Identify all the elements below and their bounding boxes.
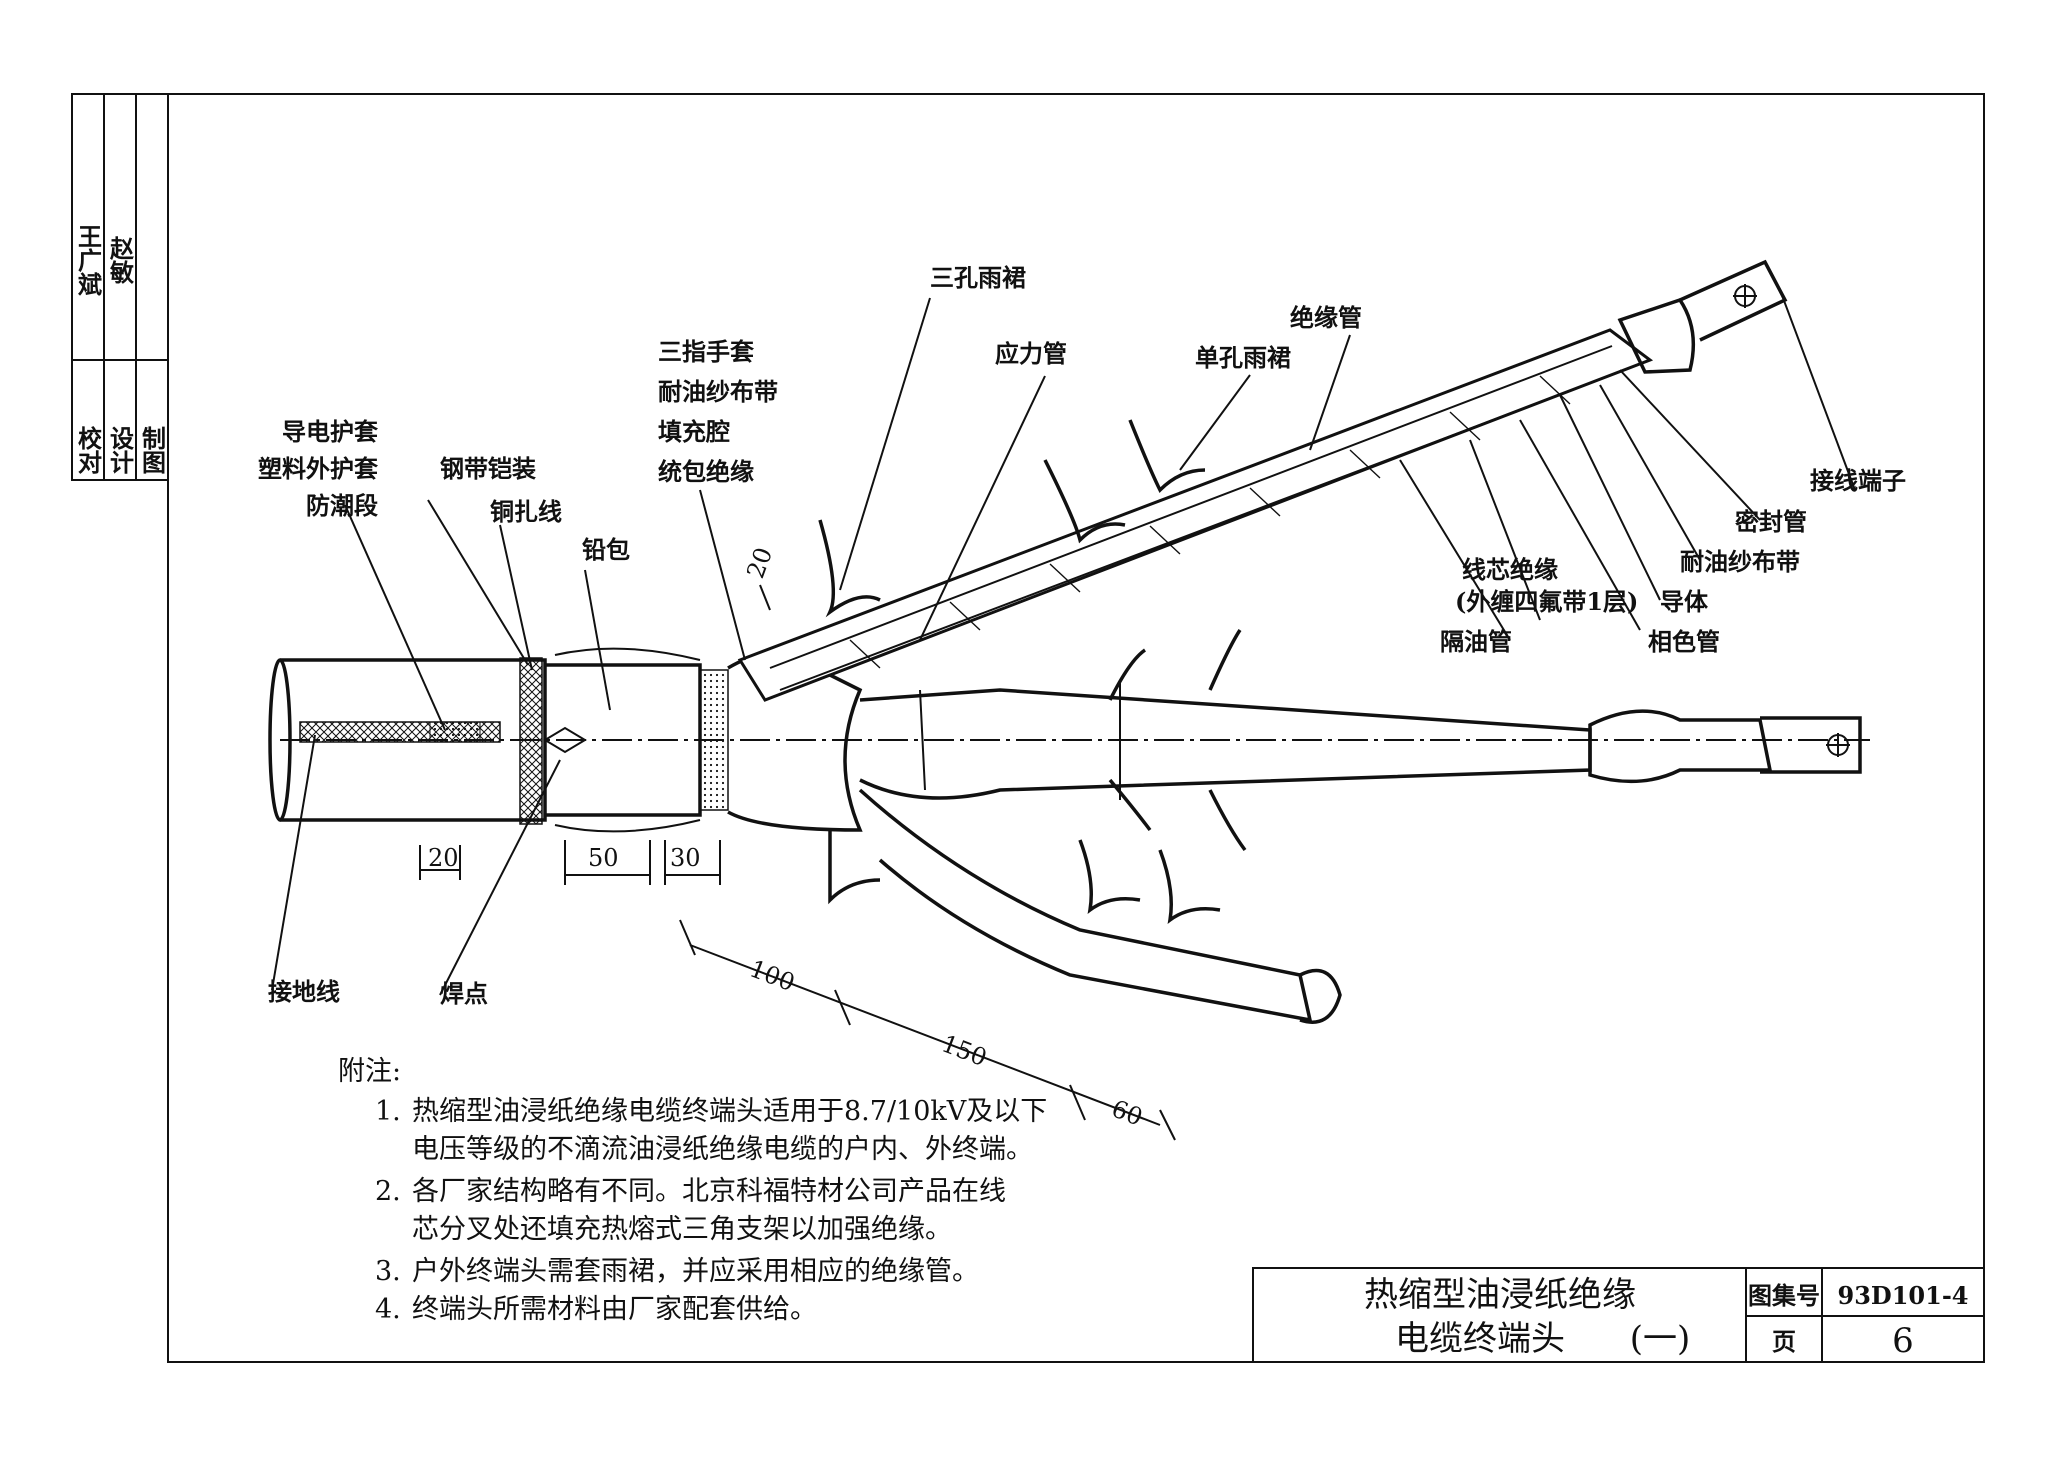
title-line-1: 热缩型油浸纸绝缘 bbox=[1364, 1275, 1636, 1315]
label-gangdai-kaizhuang: 钢带铠装 bbox=[440, 454, 536, 483]
notes: 附注: 1. 热缩型油浸纸绝缘电缆终端头适用于8.7/10kV及以下 电压等级的… bbox=[338, 1056, 1047, 1325]
page-number: 6 bbox=[1892, 1321, 1914, 1361]
label-daoti: 导体 bbox=[1660, 587, 1709, 616]
label-fangchao-duan: 防潮段 bbox=[306, 491, 378, 520]
note-1-line-2: 电压等级的不滴流油浸纸绝缘电缆的户内、外终端。 bbox=[412, 1134, 1033, 1165]
dim-20-top: 20 bbox=[741, 544, 778, 582]
label-xiangse-guan: 相色管 bbox=[1648, 627, 1720, 656]
label-dankong-yuqun: 单孔雨裙 bbox=[1195, 343, 1291, 372]
note-1-num: 1. bbox=[375, 1096, 401, 1127]
note-2-num: 2. bbox=[375, 1176, 401, 1207]
dimension-values: 20 20 50 30 100 150 60 bbox=[428, 544, 1146, 1132]
note-3-line-1: 户外终端头需套雨裙，并应采用相应的绝缘管。 bbox=[412, 1256, 979, 1287]
title-suffix: (一) bbox=[1630, 1319, 1691, 1359]
label-sankong-yuqun: 三孔雨裙 bbox=[930, 263, 1026, 292]
note-4-line-1: 终端头所需材料由厂家配套供给。 bbox=[412, 1294, 817, 1325]
dimension-lines bbox=[419, 584, 1176, 1141]
drawing-frame bbox=[71, 93, 1985, 1363]
dim-20-bottom: 20 bbox=[428, 844, 459, 872]
note-1-line-1: 热缩型油浸纸绝缘电缆终端头适用于8.7/10kV及以下 bbox=[412, 1096, 1047, 1127]
label-geyou-guan: 隔油管 bbox=[1440, 627, 1512, 656]
note-2-line-2: 芯分叉处还填充热熔式三角支架以加强绝缘。 bbox=[412, 1214, 952, 1245]
label-naiyou-shabudai-2: 耐油纱布带 bbox=[1680, 547, 1800, 576]
label-daodian-hutao: 导电护套 bbox=[282, 417, 379, 446]
label-jiedi-xian: 接地线 bbox=[268, 977, 340, 1006]
notes-heading: 附注: bbox=[338, 1056, 401, 1087]
core-upper bbox=[737, 259, 1788, 702]
role-proofread: 校对 bbox=[74, 425, 103, 475]
note-4-num: 4. bbox=[375, 1294, 401, 1325]
dim-50: 50 bbox=[588, 844, 619, 872]
label-qianbao: 铅包 bbox=[582, 535, 630, 564]
label-xianxin-jueyuan: 线芯绝缘 bbox=[1462, 555, 1558, 584]
component-labels: 导电护套 塑料外护套 防潮段 钢带铠装 铜扎线 铅包 三指手套 耐油纱布带 填充… bbox=[258, 263, 1906, 1008]
leader-lines bbox=[271, 289, 1856, 996]
label-tianchong-qiang: 填充腔 bbox=[658, 417, 730, 446]
label-suliao-waihutao: 塑料外护套 bbox=[258, 454, 379, 483]
dim-60: 60 bbox=[1108, 1094, 1147, 1131]
atlas-number: 93D101-4 bbox=[1838, 1281, 1969, 1310]
page-label: 页 bbox=[1772, 1327, 1796, 1356]
title-block: 热缩型油浸纸绝缘 电缆终端头 (一) 图集号 93D101-4 页 6 bbox=[1252, 1267, 1985, 1363]
atlas-label: 图集号 bbox=[1748, 1281, 1820, 1310]
name-proofread: 王广斌 bbox=[74, 224, 103, 296]
role-design: 设计 bbox=[106, 426, 135, 474]
core-middle bbox=[859, 629, 1862, 852]
dim-30: 30 bbox=[670, 844, 701, 872]
label-tongzhaxian: 铜扎线 bbox=[490, 497, 562, 526]
label-jueyuan-guan: 绝缘管 bbox=[1290, 303, 1362, 332]
label-tongbao-jueyuan: 统包绝缘 bbox=[658, 457, 754, 486]
approval-block: 校对 王广斌 设计 赵敏 制图 bbox=[74, 224, 167, 475]
label-mifeng-guan: 密封管 bbox=[1735, 507, 1807, 536]
note-3-num: 3. bbox=[375, 1256, 401, 1287]
core-lower bbox=[828, 788, 1342, 1024]
cable-main-body bbox=[268, 647, 1870, 833]
label-sanzhi-shoutao: 三指手套 bbox=[658, 337, 755, 366]
role-draw: 制图 bbox=[138, 426, 167, 475]
label-han-dian: 焊点 bbox=[440, 979, 488, 1008]
label-waichan-sifu: (外缠四氟带1层) bbox=[1455, 587, 1638, 616]
label-yingli-guan: 应力管 bbox=[995, 339, 1067, 368]
label-jiexian-duanzi: 接线端子 bbox=[1810, 466, 1906, 495]
dim-150: 150 bbox=[938, 1029, 991, 1072]
dim-100: 100 bbox=[746, 954, 799, 997]
label-naiyou-shabudai-1: 耐油纱布带 bbox=[658, 377, 778, 406]
note-2-line-1: 各厂家结构略有不同。北京科福特材公司产品在线 bbox=[412, 1176, 1006, 1207]
name-design: 赵敏 bbox=[106, 236, 135, 285]
title-line-2: 电缆终端头 bbox=[1395, 1319, 1565, 1359]
